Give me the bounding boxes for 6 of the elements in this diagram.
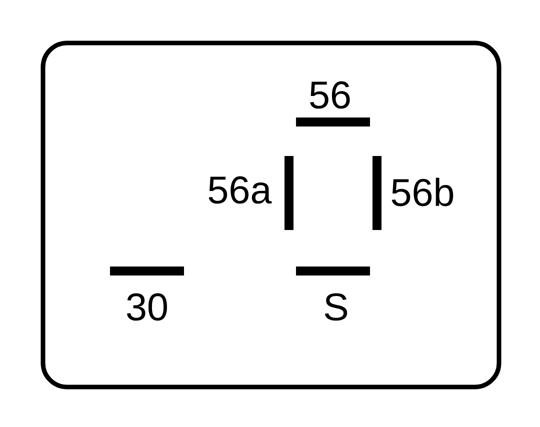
terminal-label: 56a — [208, 176, 272, 204]
terminal-label: S — [324, 293, 348, 321]
relay-housing — [40, 40, 502, 390]
terminal-label: 56b — [392, 178, 454, 206]
terminal-label: 56 — [310, 81, 350, 109]
terminal-label: 30 — [126, 293, 167, 321]
